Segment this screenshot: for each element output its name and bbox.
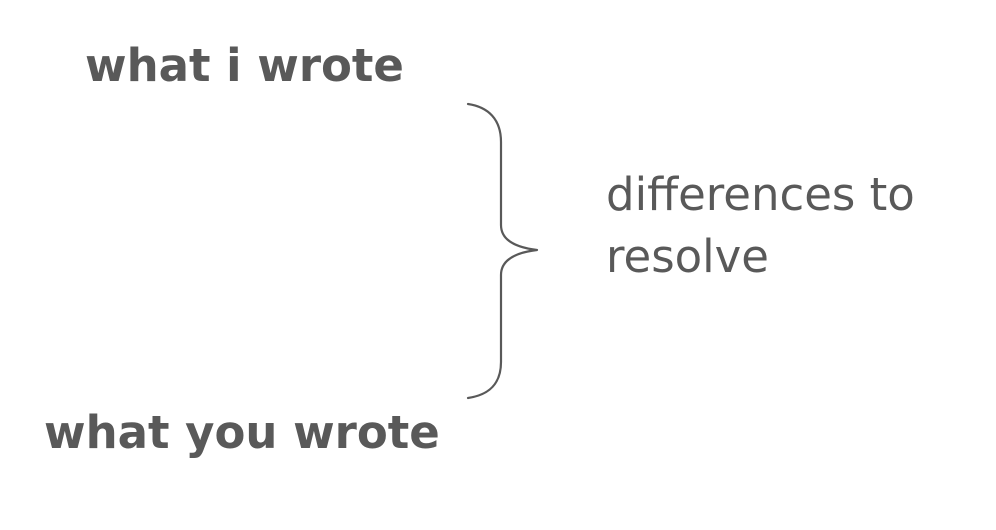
annotation-differences-to-resolve: differences to resolve bbox=[606, 168, 915, 283]
top-label-what-i-wrote: what i wrote bbox=[85, 39, 404, 92]
bottom-label-what-you-wrote: what you wrote bbox=[44, 406, 440, 459]
right-curly-brace-icon bbox=[460, 95, 555, 410]
